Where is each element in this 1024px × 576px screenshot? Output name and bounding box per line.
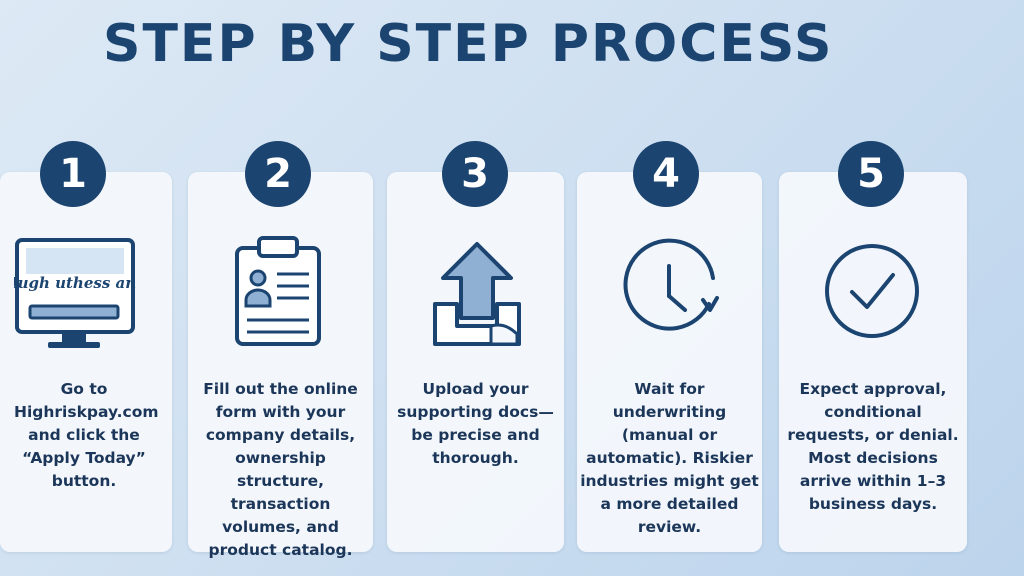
step-description-4: Wait for underwriting (manual or automat…	[580, 380, 759, 536]
step-card-1	[0, 172, 172, 552]
monitor-icon: Hugh uthess and	[14, 238, 136, 348]
upload-icon	[433, 242, 521, 346]
step-description-3: Upload your supporting docs—be precise a…	[397, 380, 554, 467]
step-card-2	[188, 172, 373, 552]
step-card-4	[577, 172, 762, 552]
step-number-badge-5: 5	[838, 141, 904, 207]
step-description-1: Go to Highriskpay.com and click the “App…	[14, 380, 159, 490]
step-number-badge-1: 1	[40, 141, 106, 207]
step-number-badge-2: 2	[245, 141, 311, 207]
monitor-screen-text: Hugh uthess and	[14, 274, 136, 292]
step-number-badge-4: 4	[633, 141, 699, 207]
step-card-3	[387, 172, 564, 552]
clipboard-form-icon	[235, 236, 321, 346]
step-card-5	[779, 172, 967, 552]
step-number-badge-3: 3	[442, 141, 508, 207]
checkmark-circle-icon	[825, 244, 919, 338]
clock-icon	[623, 238, 719, 331]
step-description-5: Expect approval, conditional requests, o…	[787, 380, 959, 513]
page-title: STEP BY STEP PROCESS	[103, 14, 834, 74]
step-description-2: Fill out the online form with your compa…	[203, 380, 358, 559]
